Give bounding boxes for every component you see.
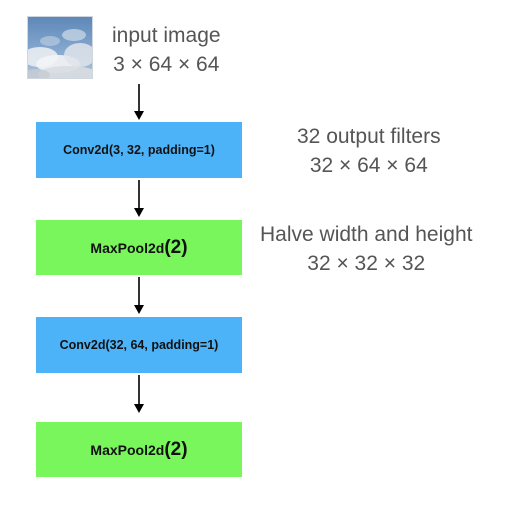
annotation-conv1: 32 output filters 32 × 64 × 64	[297, 122, 441, 180]
layer-conv2d-2: Conv2d(32, 64, padding=1)	[36, 317, 242, 373]
layer-conv2d-1-name: Conv2d	[63, 143, 109, 157]
arrow-pool1-to-conv2	[133, 277, 145, 314]
annotation-pool1: Halve width and height 32 × 32 × 32	[260, 220, 472, 278]
arrow-input-to-conv1	[133, 84, 145, 120]
layer-conv2d-2-args: (32, 64, padding=1)	[105, 338, 219, 352]
input-image-thumbnail	[27, 16, 93, 79]
arrow-conv2-to-pool2	[133, 375, 145, 413]
layer-conv2d-1-args: (3, 32, padding=1)	[108, 143, 215, 157]
annotation-pool1-shape: 32 × 32 × 32	[307, 252, 426, 275]
arrow-conv1-to-pool1	[133, 180, 145, 217]
input-label: input image	[112, 24, 221, 47]
annotation-conv1-shape: 32 × 64 × 64	[309, 154, 428, 177]
annotation-conv1-text: 32 output filters	[297, 125, 441, 148]
layer-maxpool2d-1-name: MaxPool2d	[90, 239, 165, 256]
layer-maxpool2d-2-args: (2)	[164, 438, 188, 460]
annotation-pool1-text: Halve width and height	[260, 223, 473, 246]
layer-maxpool2d-1-args: (2)	[164, 236, 188, 258]
layer-maxpool2d-2-name: MaxPool2d	[90, 441, 165, 458]
layer-conv2d-2-name: Conv2d	[59, 338, 106, 352]
layer-maxpool2d-2: MaxPool2d(2)	[36, 422, 242, 477]
input-caption: input image 3 × 64 × 64	[112, 21, 221, 79]
input-shape: 3 × 64 × 64	[113, 53, 220, 76]
layer-conv2d-1: Conv2d(3, 32, padding=1)	[36, 122, 242, 178]
layer-maxpool2d-1: MaxPool2d(2)	[36, 220, 242, 275]
